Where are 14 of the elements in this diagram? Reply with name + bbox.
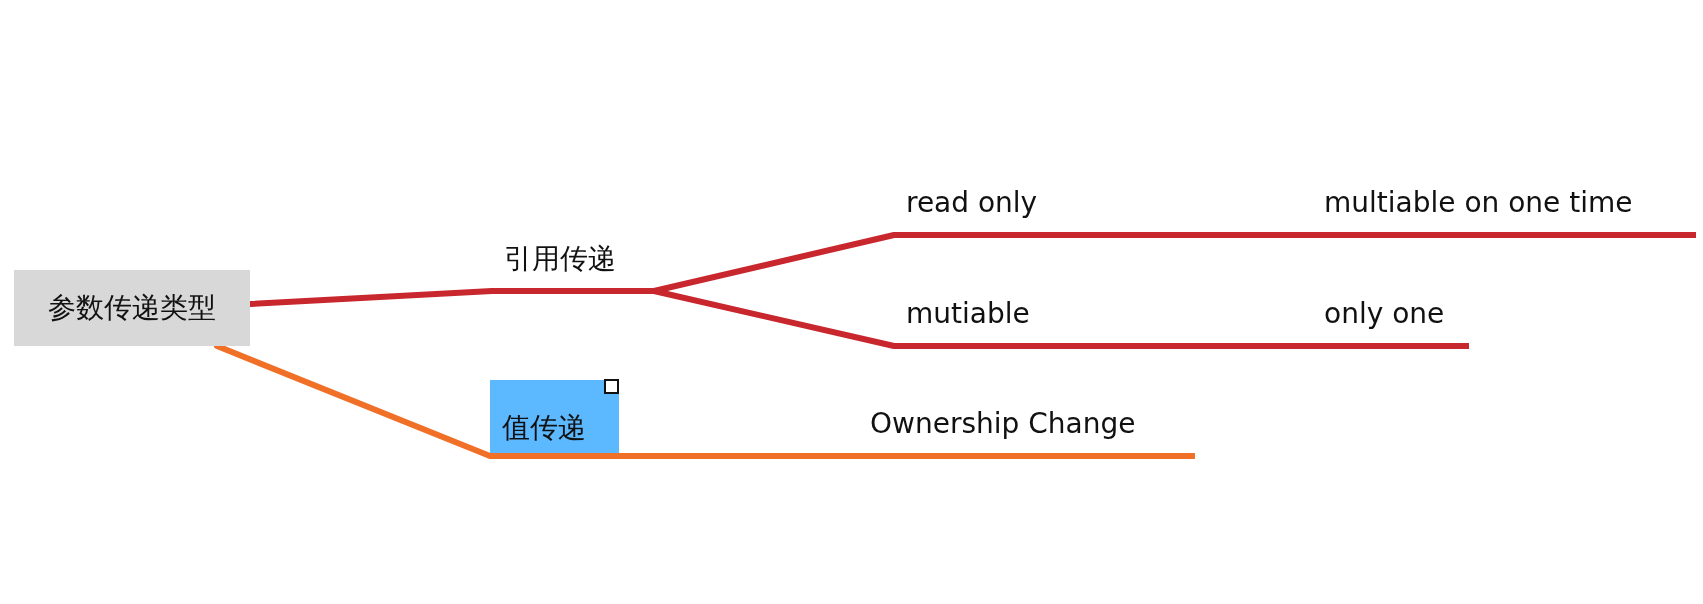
root-topic-box <box>14 270 250 346</box>
topic-text: only one <box>1324 297 1445 331</box>
branch-line <box>1041 343 1315 349</box>
branch-line <box>616 453 861 459</box>
topic-text: Ownership Change <box>870 407 1136 441</box>
topic-text: multiable on one time <box>1324 186 1633 220</box>
topic-text: 引用传递 <box>504 242 616 276</box>
topic-text: 值传递 <box>502 411 586 445</box>
topic-text: read only <box>906 186 1038 220</box>
topic-text: mutiable <box>906 297 1030 331</box>
topic-box <box>490 380 619 459</box>
topic-text: 参数传递类型 <box>48 291 216 325</box>
branch-line <box>651 288 897 349</box>
branch-line <box>1071 232 1315 238</box>
